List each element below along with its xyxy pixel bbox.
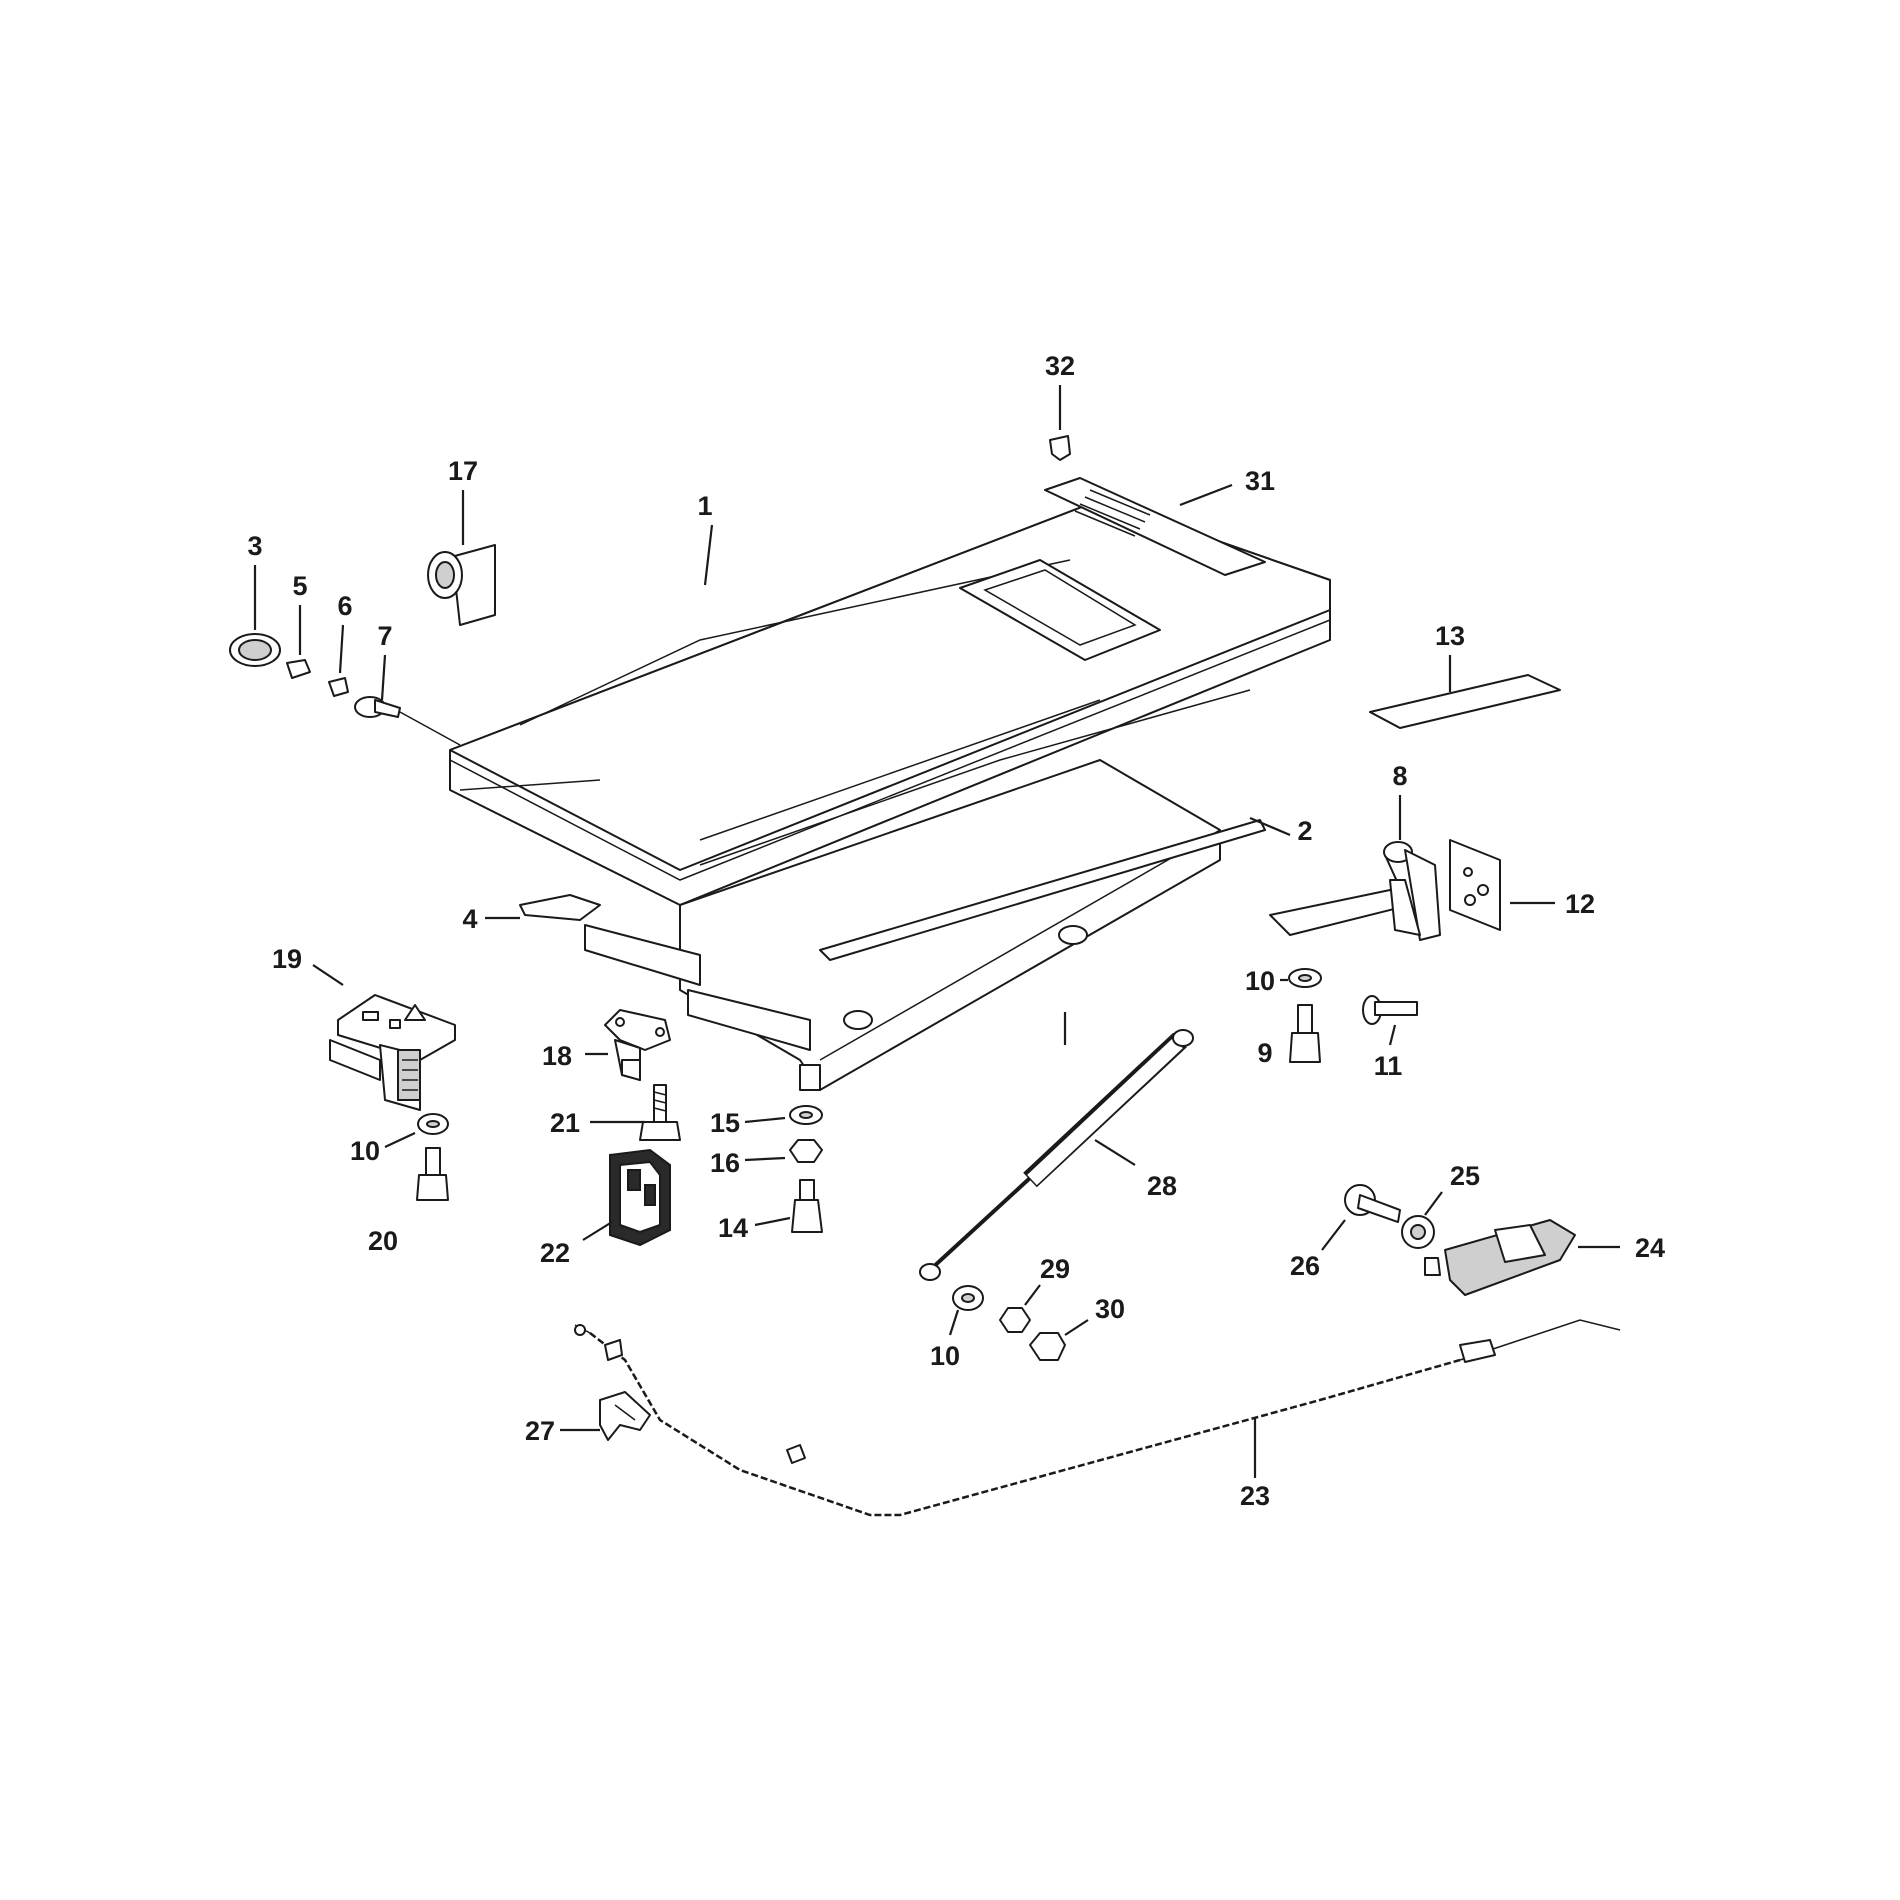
- leader-lines: [253, 385, 1620, 1478]
- clip-fastener: [1049, 435, 1071, 461]
- callout-2: 2: [1297, 816, 1312, 846]
- callout-27: 27: [525, 1416, 555, 1446]
- callout-13: 13: [1435, 621, 1465, 651]
- callout-10-left: 10: [350, 1136, 380, 1166]
- gas-strut: [919, 1029, 1194, 1281]
- callout-31: 31: [1245, 466, 1275, 496]
- callout-28: 28: [1147, 1171, 1177, 1201]
- callout-10-strut: 10: [930, 1341, 960, 1371]
- callout-12: 12: [1565, 889, 1595, 919]
- callout-16: 16: [710, 1148, 740, 1178]
- washer-bolt-left: [416, 1113, 449, 1201]
- warning-label: [1369, 674, 1561, 729]
- callout-18: 18: [542, 1041, 572, 1071]
- release-cable: [574, 1319, 1621, 1517]
- callout-6: 6: [337, 591, 352, 621]
- callout-22: 22: [540, 1238, 570, 1268]
- latch-body: [609, 1148, 671, 1247]
- callout-4: 4: [462, 904, 477, 934]
- hinge-plate: [1449, 839, 1501, 931]
- striker-bracket: [604, 1009, 671, 1081]
- callout-7: 7: [377, 621, 392, 651]
- callout-14: 14: [718, 1213, 748, 1243]
- callout-24: 24: [1635, 1233, 1665, 1263]
- insulation-strips: [519, 894, 821, 1091]
- hood-panel: [449, 499, 1331, 906]
- strut-hardware: [952, 1285, 1066, 1361]
- striker-bolt: [639, 1084, 681, 1141]
- callout-32: 32: [1045, 351, 1075, 381]
- callout-20: 20: [368, 1226, 398, 1256]
- callout-labels: 1 2 3 4 5 6 7 8 9 10 10 10 11 12 13 14 1…: [247, 351, 1665, 1511]
- callout-30: 30: [1095, 1294, 1125, 1324]
- bumper-stack: [789, 1105, 823, 1233]
- cable-clip: [599, 1391, 651, 1441]
- vent-cover: [1044, 477, 1266, 576]
- callout-26: 26: [1290, 1251, 1320, 1281]
- hood-hinge: [1269, 841, 1441, 941]
- callout-29: 29: [1040, 1254, 1070, 1284]
- callout-25: 25: [1450, 1161, 1480, 1191]
- callout-5: 5: [292, 571, 307, 601]
- callout-15: 15: [710, 1108, 740, 1138]
- tape-roll: [427, 544, 496, 626]
- callout-10-right: 10: [1245, 966, 1275, 996]
- callout-19: 19: [272, 944, 302, 974]
- callout-3: 3: [247, 531, 262, 561]
- callout-9: 9: [1257, 1038, 1272, 1068]
- washer-bolt-right: [1288, 968, 1322, 1063]
- callout-8: 8: [1392, 761, 1407, 791]
- release-handle: [1344, 1184, 1576, 1296]
- hood-latch: [329, 994, 456, 1111]
- callout-23: 23: [1240, 1481, 1270, 1511]
- ornament-hardware: [229, 633, 461, 746]
- hinge-screw: [1362, 995, 1418, 1025]
- callout-1: 1: [697, 491, 712, 521]
- callout-11: 11: [1374, 1051, 1403, 1081]
- callout-17: 17: [448, 456, 478, 486]
- callout-21: 21: [550, 1108, 580, 1138]
